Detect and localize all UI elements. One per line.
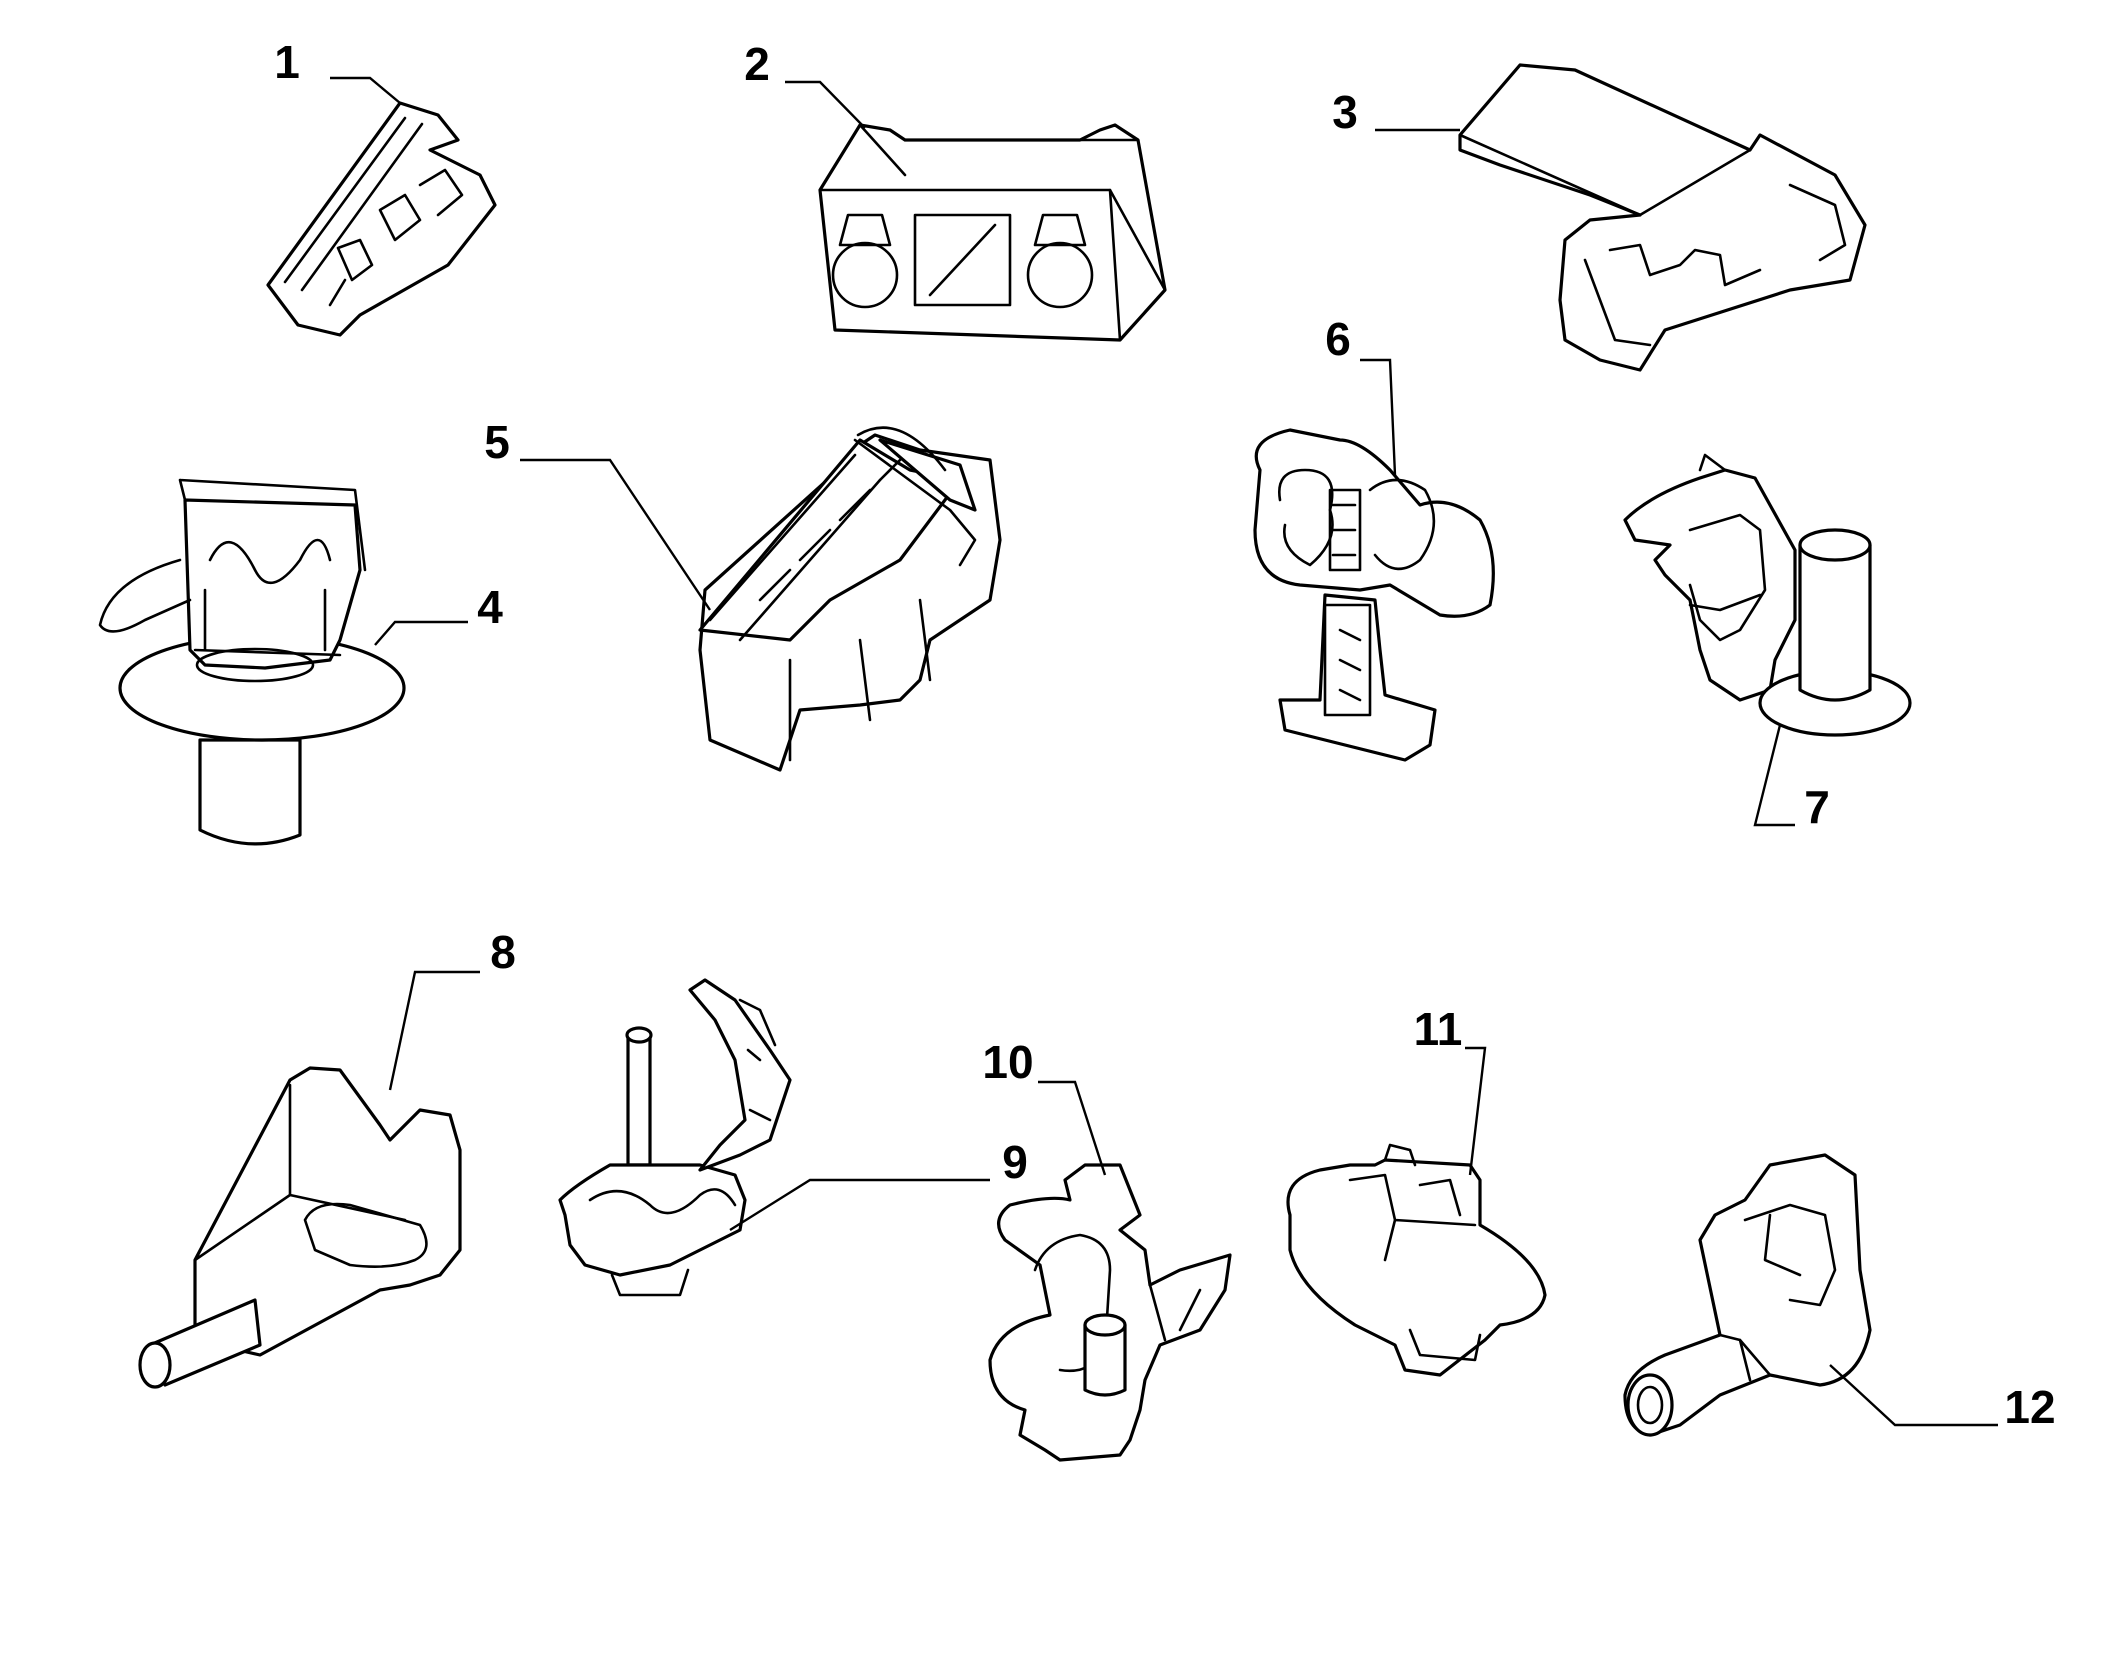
callout-4: 4: [374, 581, 503, 646]
callout-3: 3: [1332, 86, 1460, 138]
clip-2: [818, 123, 1167, 342]
callout-12: 12: [1829, 1364, 2056, 1433]
callout-11: 11: [1414, 1003, 1487, 1176]
callout-label-3: 3: [1332, 86, 1358, 138]
callout-label-4: 4: [477, 581, 503, 633]
clip-11: [1286, 1143, 1547, 1377]
callout-label-10: 10: [982, 1036, 1033, 1088]
clip-10: [988, 1163, 1232, 1462]
callout-label-12: 12: [2004, 1381, 2055, 1433]
clip-8: [138, 1066, 462, 1389]
clip-4: [98, 478, 406, 846]
callout-2: 2: [744, 38, 866, 129]
callout-9: 9: [729, 1136, 1028, 1232]
callout-label-8: 8: [490, 926, 516, 978]
clip-12: [1623, 1153, 1872, 1437]
callout-label-1: 1: [274, 36, 300, 88]
clip-7: [1623, 453, 1912, 737]
clip-3: [1458, 63, 1867, 372]
callout-8: 8: [388, 926, 516, 1091]
callout-label-6: 6: [1325, 313, 1351, 365]
callout-6: 6: [1325, 313, 1397, 476]
callout-label-2: 2: [744, 38, 770, 90]
clip-6: [1253, 428, 1495, 762]
clip-9: [558, 978, 792, 1297]
clip-5: [698, 426, 1002, 772]
callout-label-5: 5: [484, 416, 510, 468]
callout-1: 1: [274, 36, 401, 104]
callout-label-11: 11: [1414, 1003, 1463, 1055]
callout-label-9: 9: [1002, 1136, 1028, 1188]
callout-10: 10: [982, 1036, 1107, 1176]
callout-label-7: 7: [1804, 781, 1830, 833]
callout-7: 7: [1753, 724, 1830, 833]
callout-5: 5: [484, 416, 711, 611]
clip-1: [266, 101, 497, 337]
